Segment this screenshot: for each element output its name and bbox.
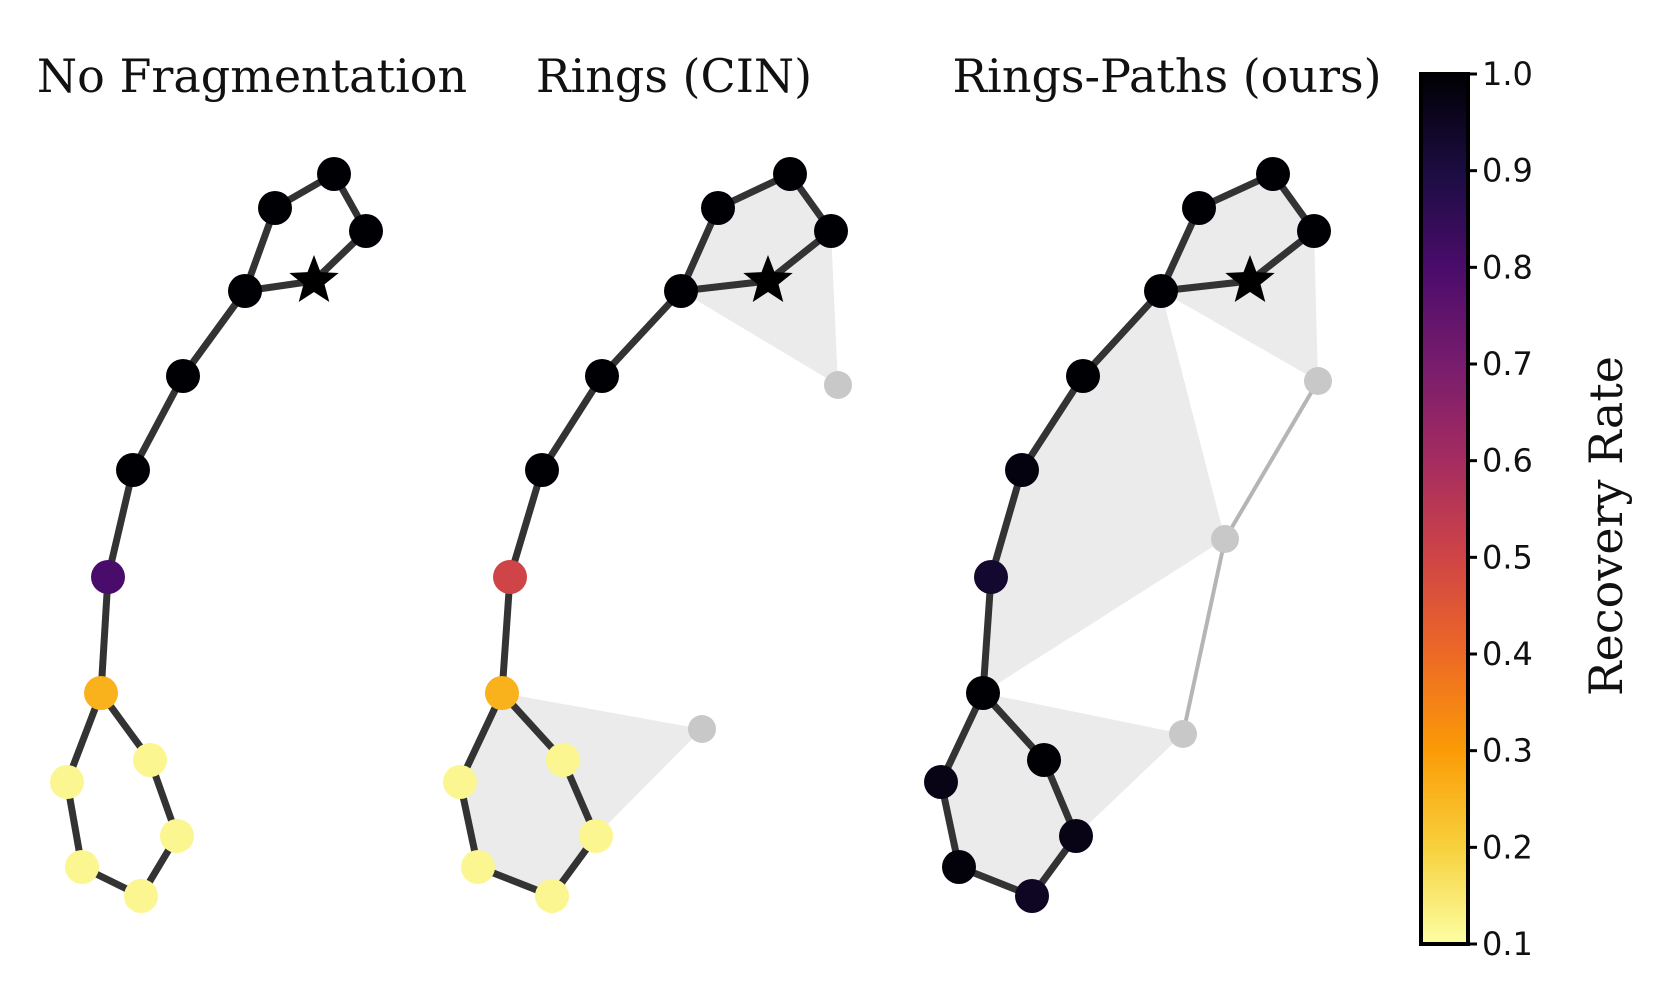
panel-rings-paths: [924, 157, 1332, 913]
atom-node: [65, 850, 99, 884]
graph-edge: [179, 287, 249, 380]
graph-edge: [506, 466, 546, 581]
atom-node: [133, 743, 167, 777]
panel-title-rings-cin: Rings (CIN): [536, 49, 812, 103]
colorbar-gradient: [1419, 72, 1470, 946]
graph-edge: [979, 573, 995, 697]
atom-node: [349, 214, 383, 248]
colorbar-label: Recovery Rate: [1579, 356, 1633, 696]
colorbar-tick-label: 1.0: [1482, 55, 1533, 93]
colorbar-tick-label: 0.2: [1482, 828, 1533, 866]
atom-node: [160, 819, 194, 853]
atom-node: [1027, 743, 1061, 777]
panel-title-rings-paths: Rings-Paths (ours): [952, 49, 1381, 103]
atom-node: [461, 850, 495, 884]
atom-node: [1059, 819, 1093, 853]
panel-title-no-fragmentation: No Fragmentation: [37, 49, 467, 103]
atom-node: [966, 676, 1000, 710]
atom-node: [258, 191, 292, 225]
graph-edge: [987, 466, 1026, 581]
atom-node: [546, 743, 580, 777]
atom-node: [942, 850, 976, 884]
atom-node: [974, 560, 1008, 594]
star-marker-icon: [743, 255, 793, 302]
atom-node: [664, 274, 698, 308]
fragment-edge: [1181, 538, 1227, 735]
atom-node: [814, 214, 848, 248]
colorbar-tick-label: 0.9: [1482, 152, 1533, 190]
graph-edge: [598, 287, 685, 380]
colorbar-tick-label: 0.7: [1482, 345, 1533, 383]
graph-edge: [538, 372, 606, 474]
graph-edge: [129, 372, 187, 474]
atom-node: [701, 191, 735, 225]
atom-node: [124, 879, 158, 913]
atom-node: [493, 560, 527, 594]
star-marker-icon: [289, 255, 339, 302]
colorbar-tick-label: 0.4: [1482, 635, 1533, 673]
atom-node: [1015, 879, 1049, 913]
atom-node: [1005, 453, 1039, 487]
fragment-node: [688, 715, 716, 743]
fragment-node: [1169, 720, 1197, 748]
graph-edge: [498, 573, 514, 697]
atom-node: [579, 819, 613, 853]
fragment-edge: [1223, 379, 1320, 541]
colorbar: 0.1 0.2 0.3 0.4 0.5 0.6 0.7 0.8 0.9 1.0 Recovery …: [1419, 55, 1633, 963]
graph-edge: [1079, 287, 1165, 380]
star-marker-icon: [1225, 255, 1275, 302]
colorbar-ticks: 0.1 0.2 0.3 0.4 0.5 0.6 0.7 0.8 0.9 1.0: [1468, 55, 1533, 963]
panel-no-fragmentation: [50, 157, 383, 913]
graph-edge: [1018, 372, 1087, 474]
graph-edge: [104, 466, 137, 581]
colorbar-tick-label: 0.1: [1482, 925, 1533, 963]
atom-node: [317, 157, 351, 191]
atom-node: [1144, 274, 1178, 308]
colorbar-tick-label: 0.6: [1482, 442, 1533, 480]
atom-node: [924, 765, 958, 799]
atom-node: [1297, 214, 1331, 248]
atom-node: [228, 274, 262, 308]
atom-node: [116, 453, 150, 487]
atom-node: [525, 453, 559, 487]
atom-node: [773, 157, 807, 191]
colorbar-tick-label: 0.5: [1482, 538, 1533, 576]
atom-node: [91, 560, 125, 594]
atom-node: [84, 676, 118, 710]
atom-node: [1256, 157, 1290, 191]
atom-node: [443, 765, 477, 799]
fragment-node: [824, 371, 852, 399]
fragment-node: [1211, 525, 1239, 553]
fragment-node: [1304, 367, 1332, 395]
panel-rings-cin: [443, 157, 852, 913]
fragment-region: [983, 291, 1225, 693]
atom-node: [535, 879, 569, 913]
colorbar-tick-label: 0.3: [1482, 732, 1533, 770]
atom-node: [1066, 359, 1100, 393]
atom-node: [50, 765, 84, 799]
colorbar-tick-label: 0.8: [1482, 248, 1533, 286]
atom-node: [485, 676, 519, 710]
atom-node: [166, 359, 200, 393]
atom-node: [585, 359, 619, 393]
graph-edge: [97, 573, 112, 697]
atom-node: [1182, 191, 1216, 225]
